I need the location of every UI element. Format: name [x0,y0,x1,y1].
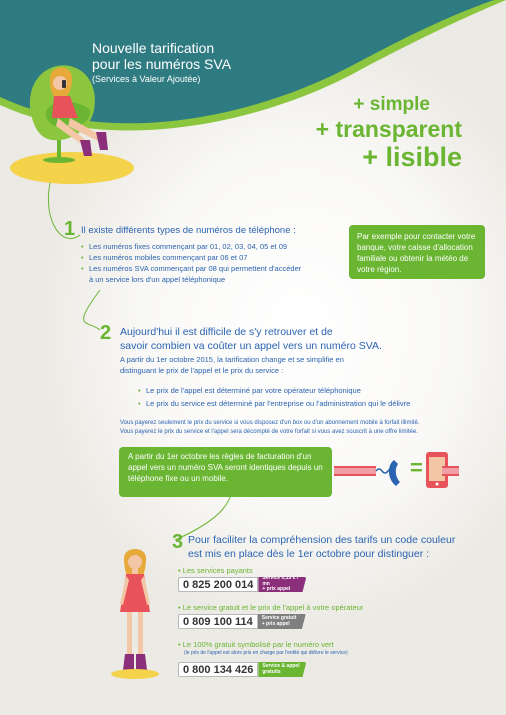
example-box: Par exemple pour contacter votre banque,… [349,225,485,279]
price-tag-line-2: + prix appel [261,620,290,627]
page-title: Nouvelle tarification pour les numéros S… [92,40,231,72]
section-2-note-line-2: Vous payerez le prix du service et l'app… [120,429,418,435]
section-1-list: Les numéros fixes commençant par 01, 02,… [81,241,346,285]
service-number-2: 0 809 100 114 Service gratuit+ prix appe… [178,614,306,629]
tagline-lisible: + lisible [362,142,462,172]
section-2-box: A partir du 1er octobre les règles de fa… [119,447,332,497]
price-tag-line-1: Service gratuit [261,615,297,621]
woman-chair-illustration [29,65,108,163]
title-line-1: Nouvelle tarification [92,40,215,56]
section-2-note-line-1: Vous payerez seulement le prix du servic… [120,420,420,426]
section-3-heading-line-2: est mis en place dès le 1er octobre pour… [188,548,430,560]
price-tag-line-2: gratuits [262,668,281,675]
woman-standing-illustration [111,549,159,679]
price-tag: Service gratuit+ prix appel [257,614,306,629]
list-item: Le prix du service est déterminé par l'e… [138,397,468,410]
section-3-heading-line-1: Pour faciliter la compréhension des tari… [188,534,456,546]
section-2-note: Vous payerez seulement le prix du servic… [120,419,500,437]
section-1-heading: Il existe différents types de numéros de… [81,225,296,236]
price-tag-line-1: Service & appel [262,663,300,669]
section-1-number: 1 [64,218,76,240]
list-item: Les numéros SVA commençant par 08 qui pe… [81,263,346,274]
phone-illustration [334,452,459,488]
phone-number: 0 825 200 014 [178,577,259,592]
section-2-heading: Aujourd'hui il est difficile de s'y retr… [120,325,382,353]
tagline-transparent: + transparent [315,116,462,142]
page-subtitle: (Services à Valeur Ajoutée) [92,74,201,84]
service-type-label-1: Les services payants [178,566,253,575]
price-tag-line-1: Service 0,15 € / mn [262,575,299,587]
section-2-intro: A partir du 1er octobre 2015, la tarific… [120,355,344,376]
section-2-intro-line-1: A partir du 1er octobre 2015, la tarific… [120,355,344,364]
list-item: Les numéros fixes commençant par 01, 02,… [81,241,346,252]
price-tag-line-2: + prix appel [262,586,291,593]
service-type-label-2: Le service gratuit et le prix de l'appel… [178,603,364,612]
section-2-number: 2 [100,322,112,344]
phone-number: 0 809 100 114 [178,614,258,629]
section-2-intro-line-2: distinguant le prix de l'appel et le pri… [120,365,284,375]
list-item: Le prix de l'appel est déterminé par vot… [138,384,468,397]
service-type-label-3: Le 100% gratuit symbolisé par le numéro … [178,640,334,649]
price-tag: Service 0,15 € / mn+ prix appel [258,575,307,593]
section-2-list: Le prix de l'appel est déterminé par vot… [138,384,468,410]
equals-sign: = [410,455,423,480]
section-2-heading-line-2: savoir combien va coûter un appel vers u… [120,340,382,352]
list-item: à un service lors d'un appel téléphoniqu… [89,275,226,284]
title-line-2: pour les numéros SVA [92,56,232,72]
section-3-number: 3 [172,531,184,553]
service-type-note-3: (le prix de l'appel est alors pris en ch… [184,650,348,656]
phone-number: 0 800 134 426 [178,662,259,677]
section-3-heading: Pour faciliter la compréhension des tari… [188,533,455,561]
tagline-simple: + simple [353,94,430,115]
list-item: Les numéros mobiles commençant par 06 et… [81,252,346,263]
section-2-heading-line-1: Aujourd'hui il est difficile de s'y retr… [120,326,333,338]
service-number-1: 0 825 200 014 Service 0,15 € / mn+ prix … [178,575,307,593]
